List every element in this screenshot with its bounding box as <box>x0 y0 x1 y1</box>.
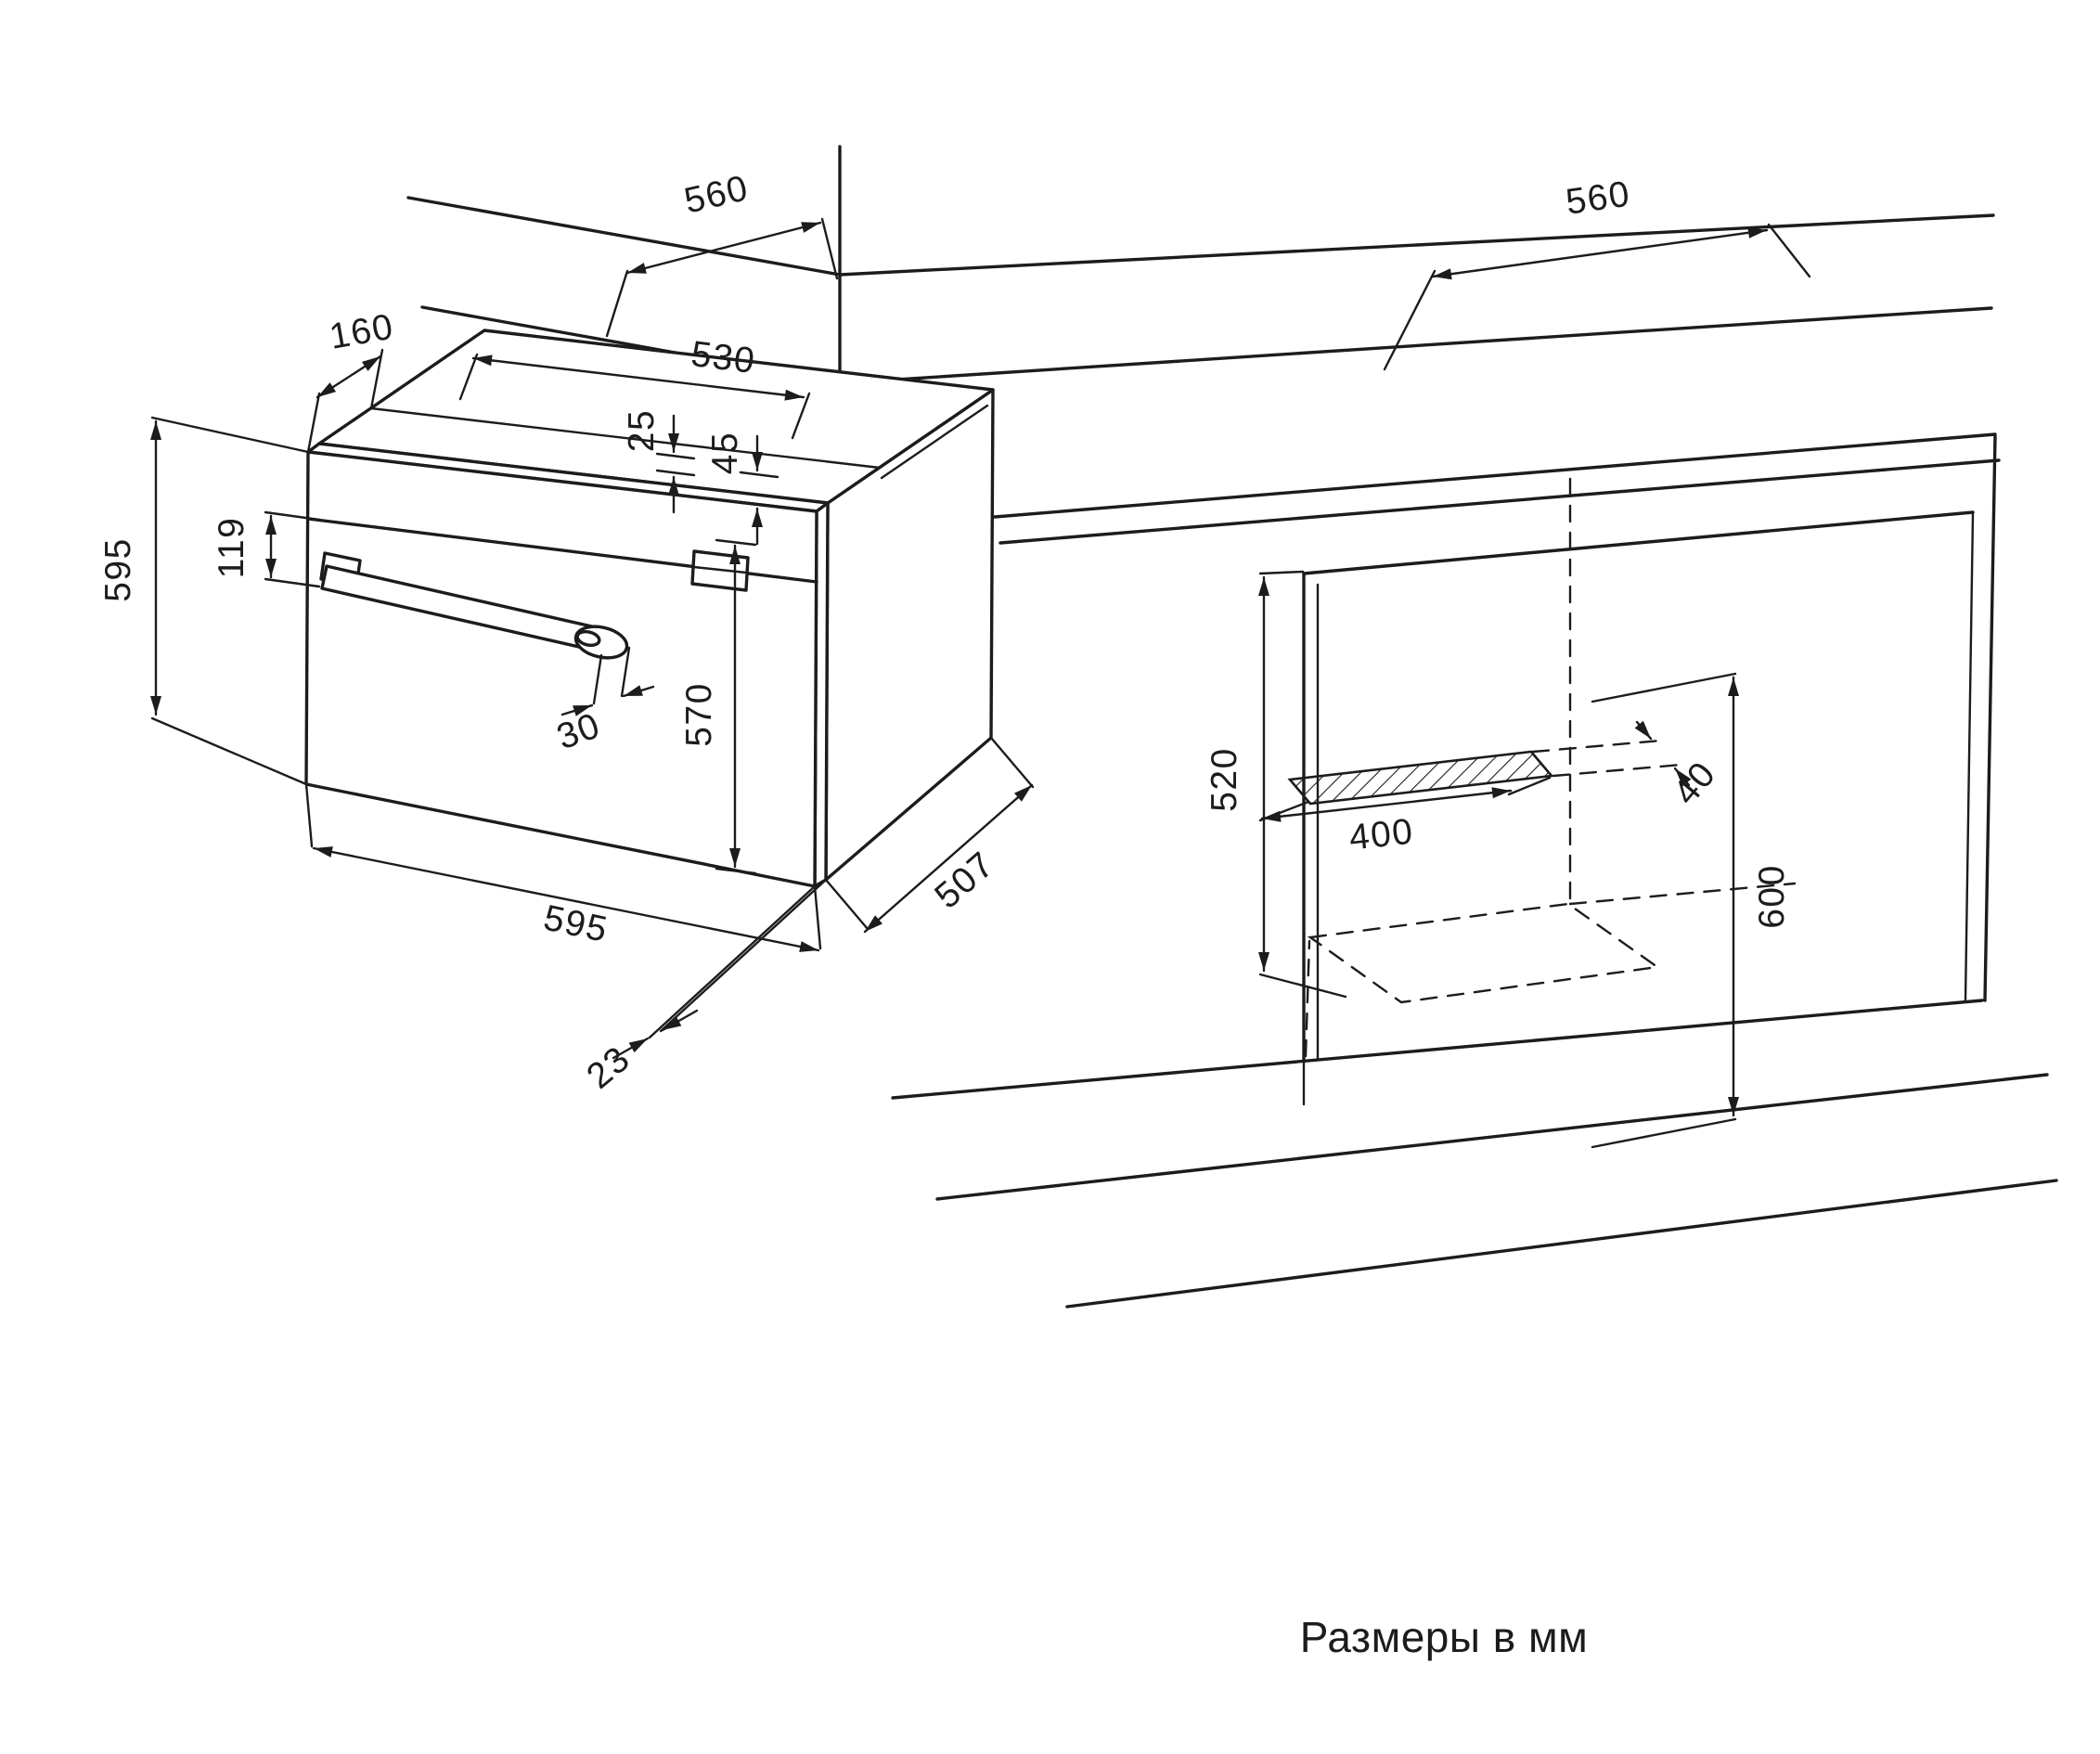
oven-door-front-face <box>304 450 818 888</box>
plinth-line <box>935 1073 2049 1201</box>
dim-vent-width: 400 <box>1258 776 1552 858</box>
dim-vent-depth: 40 <box>1531 720 1724 813</box>
oven <box>304 329 995 888</box>
dim-label: 530 <box>689 334 757 381</box>
counter-front-top-edge <box>993 432 1997 519</box>
vent-cutout-hatched <box>1287 750 1554 806</box>
dim-label: 119 <box>212 517 251 579</box>
right-counter-back-edge <box>838 306 1993 385</box>
dim-step-side: 45 <box>705 432 779 546</box>
units-note: Размеры в мм <box>1300 1613 1588 1661</box>
dim-label: 520 <box>1205 747 1244 812</box>
dim-label: 570 <box>679 682 719 747</box>
dim-label: 507 <box>927 845 1002 917</box>
cabinet-niche <box>891 432 2058 1309</box>
niche-floor-hidden <box>1307 902 1661 1004</box>
dim-niche-height: 600 <box>1591 672 1792 1149</box>
niche-top-edge <box>1302 510 1975 575</box>
dim-label: 23 <box>579 1038 638 1097</box>
dim-label: 45 <box>705 432 745 474</box>
counter-right-end-edge <box>1983 434 1997 1002</box>
niche-floor-front-hidden <box>1304 939 1311 1058</box>
dim-label: 40 <box>1666 754 1724 812</box>
dim-niche-front-height: 520 <box>1205 570 1347 999</box>
dim-panel-height: 119 <box>212 510 321 588</box>
floor-line <box>1065 1179 2058 1309</box>
counter-front-bottom-edge <box>998 458 2001 545</box>
niche-floor-back-hidden <box>1568 882 1797 906</box>
dim-top-width: 530 <box>458 334 811 440</box>
dim-label: 400 <box>1347 812 1416 858</box>
dim-label: 560 <box>1564 174 1633 222</box>
cabinet-right-front-edge <box>1964 512 1975 1002</box>
dim-step-top: 25 <box>622 409 696 514</box>
dim-label: 600 <box>1752 864 1792 929</box>
oven-top-fascia-line <box>369 406 882 470</box>
room-perspective-lines <box>406 145 1995 528</box>
dim-oven-height: 595 <box>98 416 310 786</box>
dim-label: 595 <box>98 537 138 602</box>
dim-label: 160 <box>327 306 397 356</box>
handle-end-cap-detail <box>575 629 601 648</box>
left-wall-top-edge <box>406 196 842 277</box>
dim-door-thickness: 23 <box>579 878 828 1097</box>
dim-counter-depth-right: 560 <box>1383 174 1811 371</box>
niche-bottom-edge <box>891 999 1984 1100</box>
oven-top-step-line <box>880 404 989 480</box>
right-wall-top-edge <box>838 213 1995 277</box>
dim-label: 25 <box>622 409 662 452</box>
dim-counter-depth-left: 560 <box>605 168 839 338</box>
dim-label: 560 <box>680 168 752 222</box>
